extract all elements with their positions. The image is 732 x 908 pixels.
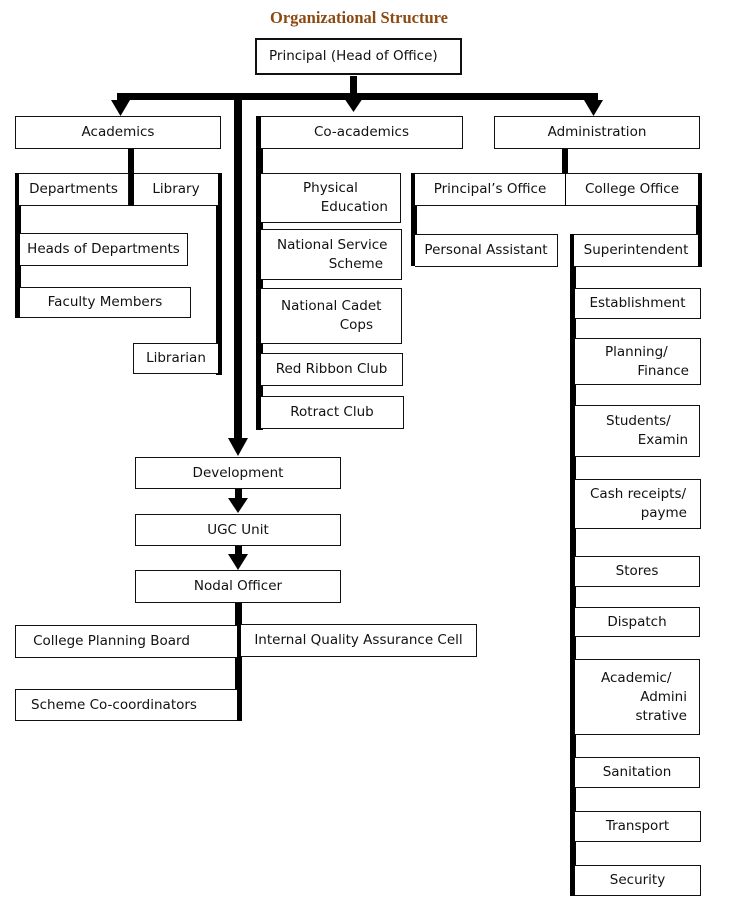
- administration-stem: [562, 148, 568, 206]
- principal-box[interactable]: Principal (Head of Office): [255, 38, 462, 75]
- academics-label: Academics: [81, 124, 155, 140]
- arrow-to-development: [228, 438, 248, 456]
- personal-assistant-label: Personal Assistant: [424, 242, 548, 258]
- iqac-label: Internal Quality Assurance Cell: [254, 632, 463, 648]
- ncc-box[interactable]: National Cadet Cops: [261, 288, 402, 344]
- red-ribbon-club-box[interactable]: Red Ribbon Club: [261, 353, 403, 386]
- section-line2: Admini: [640, 688, 687, 705]
- coacademics-rail: [256, 116, 263, 430]
- administration-label: Administration: [547, 124, 647, 140]
- nss-box[interactable]: National Service Scheme: [261, 229, 402, 280]
- college-office-rail: [696, 173, 702, 267]
- college-planning-board-box[interactable]: College Planning Board: [15, 625, 237, 658]
- planning-board-label: College Planning Board: [33, 633, 190, 649]
- section-line1: Planning/: [605, 343, 668, 360]
- ugc-unit-box[interactable]: UGC Unit: [135, 514, 341, 546]
- section-label: Transport: [605, 818, 670, 834]
- superintendent-rail: [570, 234, 576, 896]
- faculty-members-box[interactable]: Faculty Members: [20, 287, 191, 318]
- development-label: Development: [192, 464, 284, 481]
- item-line2: Scheme: [328, 255, 383, 272]
- academic-administrative-box[interactable]: Academic/ Admini strative: [575, 659, 700, 735]
- arrow-to-academics: [111, 100, 130, 116]
- scheme-coordinators-box[interactable]: Scheme Co-coordinators: [15, 689, 237, 721]
- dispatch-box[interactable]: Dispatch: [575, 607, 700, 637]
- section-line2: Finance: [637, 362, 689, 379]
- section-label: Security: [609, 872, 666, 888]
- root-stem: [350, 76, 357, 98]
- section-label: Stores: [615, 563, 659, 579]
- departments-rail: [15, 173, 21, 318]
- arrow-to-ugc: [228, 498, 248, 513]
- principals-office-box[interactable]: Principal’s Office: [415, 173, 565, 206]
- sanitation-box[interactable]: Sanitation: [575, 757, 700, 788]
- security-box[interactable]: Security: [575, 865, 701, 896]
- section-line1: Cash receipts/: [590, 486, 687, 502]
- section-line3: strative: [635, 707, 688, 724]
- librarian-box[interactable]: Librarian: [133, 343, 218, 374]
- item-line1: National Service: [277, 236, 388, 253]
- librarian-label: Librarian: [146, 350, 206, 366]
- section-line2: payme: [640, 505, 687, 521]
- library-label: Library: [152, 181, 200, 197]
- section-label: Establishment: [589, 295, 686, 311]
- library-box[interactable]: Library: [134, 173, 218, 206]
- nodal-officer-box[interactable]: Nodal Officer: [135, 570, 341, 603]
- scheme-label: Scheme Co-coordinators: [31, 696, 197, 713]
- principals-office-rail: [411, 173, 417, 266]
- students-examin-box[interactable]: Students/ Examin: [575, 405, 700, 457]
- iqac-box[interactable]: Internal Quality Assurance Cell: [241, 624, 477, 657]
- chart-title: Organizational Structure: [270, 8, 448, 27]
- red-ribbon-label: Red Ribbon Club: [275, 361, 388, 377]
- coacademics-box[interactable]: Co-academics: [261, 116, 463, 149]
- heads-of-departments-box[interactable]: Heads of Departments: [20, 233, 188, 266]
- personal-assistant-box[interactable]: Personal Assistant: [415, 234, 558, 267]
- departments-label: Departments: [29, 181, 118, 197]
- college-office-label: College Office: [584, 181, 680, 197]
- rotract-club-box[interactable]: Rotract Club: [261, 396, 404, 429]
- principal-label: Principal (Head of Office): [269, 48, 438, 64]
- establishment-box[interactable]: Establishment: [575, 288, 701, 319]
- nodal-label: Nodal Officer: [193, 578, 283, 594]
- item-line1: National Cadet: [281, 298, 382, 314]
- cash-receipts-box[interactable]: Cash receipts/ payme: [575, 479, 701, 529]
- arrow-to-coacademics: [344, 98, 363, 112]
- section-line1: Academic/: [601, 669, 672, 686]
- rotract-label: Rotract Club: [290, 404, 374, 420]
- development-stem: [234, 96, 242, 440]
- development-box[interactable]: Development: [135, 457, 341, 489]
- faculty-label: Faculty Members: [47, 294, 163, 310]
- stores-box[interactable]: Stores: [575, 556, 700, 587]
- section-label: Dispatch: [607, 613, 667, 630]
- planning-finance-box[interactable]: Planning/ Finance: [575, 338, 701, 385]
- college-office-box[interactable]: College Office: [566, 173, 698, 206]
- nodal-rail: [235, 603, 242, 721]
- main-bus: [117, 93, 598, 100]
- superintendent-label: Superintendent: [583, 242, 689, 258]
- administration-box[interactable]: Administration: [494, 116, 700, 149]
- ugc-label: UGC Unit: [207, 521, 269, 538]
- academics-stem: [128, 148, 134, 206]
- superintendent-box[interactable]: Superintendent: [574, 234, 698, 267]
- principals-office-label: Principal’s Office: [433, 181, 547, 197]
- item-line2: Education: [320, 199, 388, 215]
- transport-box[interactable]: Transport: [575, 811, 701, 842]
- academics-box[interactable]: Academics: [15, 116, 221, 149]
- physical-education-box[interactable]: Physical Education: [261, 173, 401, 223]
- section-line1: Students/: [606, 413, 671, 429]
- library-rail: [216, 173, 222, 375]
- coacademics-label: Co-academics: [313, 124, 409, 140]
- item-line2: Cops: [339, 317, 373, 333]
- section-label: Sanitation: [602, 764, 672, 780]
- arrow-to-nodal: [228, 554, 248, 570]
- item-line1: Physical: [303, 180, 358, 196]
- arrow-to-administration: [584, 100, 603, 116]
- departments-box[interactable]: Departments: [19, 173, 129, 206]
- section-line2: Examin: [637, 432, 688, 448]
- heads-label: Heads of Departments: [27, 241, 180, 257]
